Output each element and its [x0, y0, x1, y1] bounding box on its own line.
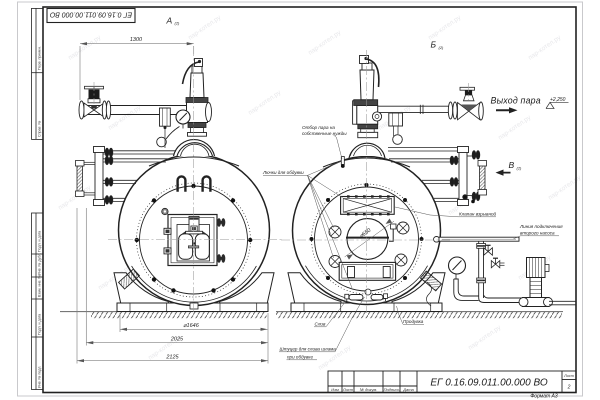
svg-text:Штуцер для слива шлама: Штуцер для слива шлама	[280, 347, 337, 352]
svg-text:⌀1646: ⌀1646	[183, 323, 199, 329]
svg-text:Дата: Дата	[402, 387, 414, 392]
svg-text:Отбор пара на: Отбор пара на	[302, 125, 335, 130]
svg-text:Б: Б	[431, 40, 437, 50]
svg-text:Изм: Изм	[331, 387, 339, 392]
svg-text:Подпись: Подпись	[384, 387, 400, 392]
svg-text:Лючки для обдувки: Лючки для обдувки	[262, 170, 304, 175]
svg-text:Лист: Лист	[342, 387, 354, 392]
svg-text:2025: 2025	[170, 337, 184, 343]
svg-text:(2): (2)	[439, 45, 445, 50]
svg-text:+2,250: +2,250	[550, 97, 566, 103]
svg-text:Подп. и дата: Подп. и дата	[38, 231, 42, 252]
svg-text:Перв. примен.: Перв. примен.	[38, 46, 42, 70]
svg-text:1300: 1300	[130, 37, 143, 43]
svg-text:Взам. инв. №: Взам. инв. №	[38, 275, 42, 297]
svg-text:Продувка: Продувка	[403, 319, 424, 324]
svg-text:Справ. №: Справ. №	[38, 121, 42, 137]
svg-text:(2): (2)	[517, 166, 523, 171]
svg-text:(2): (2)	[175, 21, 181, 26]
svg-text:А: А	[166, 15, 173, 25]
svg-text:Клапан взрывной: Клапан взрывной	[459, 211, 497, 217]
svg-text:2: 2	[567, 385, 571, 391]
svg-text:Инв. № дубл.: Инв. № дубл.	[38, 253, 42, 275]
svg-text:Формат А3: Формат А3	[530, 393, 558, 399]
svg-text:2125: 2125	[165, 355, 179, 361]
svg-text:Линия подключения: Линия подключения	[519, 224, 563, 229]
svg-text:Лист: Лист	[563, 374, 574, 378]
svg-text:ЕГ 0.16.09.011.00.000 ВО: ЕГ 0.16.09.011.00.000 ВО	[430, 378, 548, 389]
svg-text:№ докум.: № докум.	[360, 387, 378, 392]
svg-text:при обдувке: при обдувке	[287, 355, 313, 360]
svg-text:Инв. № подл.: Инв. № подл.	[38, 366, 42, 388]
svg-text:Выход пара: Выход пара	[491, 95, 541, 105]
svg-text:ЕГ 0.16.09.011.00.000 ВО: ЕГ 0.16.09.011.00.000 ВО	[49, 11, 132, 18]
svg-text:В: В	[509, 160, 515, 170]
svg-text:Подп. и дата: Подп. и дата	[38, 314, 42, 335]
svg-text:Слив: Слив	[315, 322, 326, 327]
svg-text:второго насоса: второго насоса	[520, 231, 555, 236]
svg-text:собственные нужды: собственные нужды	[302, 131, 347, 136]
